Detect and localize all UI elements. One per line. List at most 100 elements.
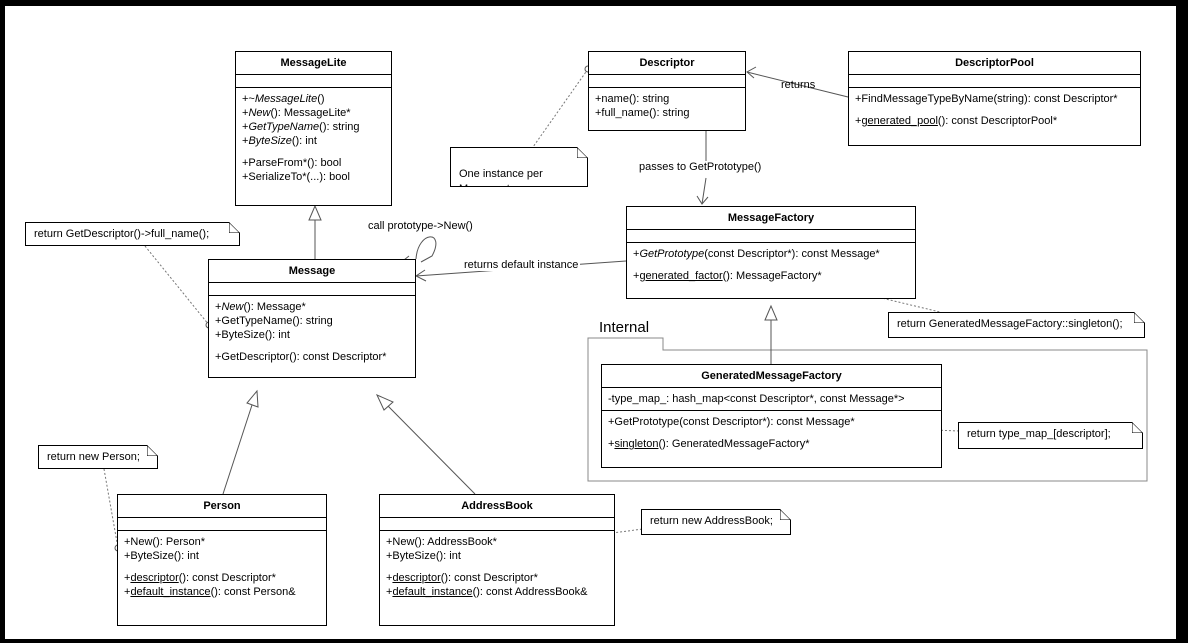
- self-call-loop: [415, 236, 437, 263]
- member-text: New: [248, 107, 271, 119]
- class-messagefactory[interactable]: MessageFactory +GetPrototype(const Descr…: [626, 206, 916, 299]
- class-member: +GetTypeName(): string: [242, 120, 385, 134]
- class-member: -type_map_: hash_map<const Descriptor*, …: [608, 392, 935, 406]
- attributes-section: [236, 75, 391, 88]
- class-addressbook[interactable]: AddressBook +New(): AddressBook*+ByteSiz…: [379, 494, 615, 626]
- note-new-addressbook: return new AddressBook;: [641, 509, 791, 535]
- member-text: (): Message*: [243, 301, 306, 313]
- member-text: descriptor: [392, 572, 441, 584]
- class-member: +ByteSize(): int: [386, 549, 608, 563]
- class-member: +default_instance(): const AddressBook&: [386, 585, 608, 599]
- class-member: +ByteSize(): int: [242, 134, 385, 148]
- class-descriptorpool[interactable]: DescriptorPool +FindMessageTypeByName(st…: [848, 51, 1141, 146]
- member-text: +ParseFrom*(): bool: [242, 157, 342, 169]
- class-person[interactable]: Person +New(): Person*+ByteSize(): int+d…: [117, 494, 327, 626]
- member-text: +GetTypeName(): string: [215, 315, 333, 327]
- member-text: (const Descriptor*): const Message*: [704, 248, 880, 260]
- member-text: (): [317, 93, 325, 105]
- class-member: +singleton(): GeneratedMessageFactory*: [608, 437, 935, 451]
- class-member: +generated_factor(): MessageFactory*: [633, 269, 909, 283]
- operations-section: +New(): Person* +ByteSize(): int +descript…: [118, 531, 326, 603]
- label-passes-to: passes to GetPrototype(): [637, 161, 764, 173]
- label-call-prototype: call prototype->New(): [368, 220, 473, 232]
- class-name: Message: [209, 260, 415, 283]
- class-name: Descriptor: [589, 52, 745, 75]
- internal-package-frame: [587, 337, 1148, 482]
- attributes-section: [118, 518, 326, 531]
- member-text: +SerializeTo*(...): bool: [242, 171, 350, 183]
- note-type-map: return type_map_[descriptor];: [958, 422, 1143, 449]
- note-text: return new AddressBook;: [650, 515, 773, 527]
- member-text: GetPrototype: [639, 248, 705, 260]
- package-name: Internal: [599, 319, 650, 336]
- addressbook-extends-message: [387, 405, 476, 495]
- member-text: (): MessageLite*: [270, 107, 351, 119]
- member-spacer: [124, 563, 320, 571]
- class-member: +New(): AddressBook*: [386, 535, 608, 549]
- member-spacer: [386, 563, 608, 571]
- member-text: default_instance: [130, 586, 211, 598]
- operations-section: +GetPrototype(const Descriptor*): const …: [602, 411, 941, 455]
- attributes-section: [380, 518, 614, 531]
- class-member: +ByteSize(): int: [124, 549, 320, 563]
- member-text: +ByteSize(): int: [386, 550, 461, 562]
- member-text: generated_pool: [861, 115, 938, 127]
- member-text: MessageLite: [254, 93, 318, 105]
- class-member: +GetPrototype(const Descriptor*): const …: [633, 247, 909, 261]
- class-member: +ParseFrom*(): bool: [242, 156, 385, 170]
- member-text: (): const Descriptor*: [178, 572, 276, 584]
- class-member: +descriptor(): const Descriptor*: [124, 571, 320, 585]
- class-generatedmessagefactory[interactable]: GeneratedMessageFactory -type_map_: hash…: [601, 364, 942, 468]
- class-messagelite[interactable]: MessageLite +~MessageLite()+New(): Messa…: [235, 51, 392, 206]
- operations-section: +name(): string +full_name(): string: [589, 88, 745, 124]
- class-name: GeneratedMessageFactory: [602, 365, 941, 388]
- member-text: +: [242, 107, 249, 119]
- member-text: +: [633, 270, 640, 282]
- member-text: singleton: [614, 438, 659, 450]
- class-member: +default_instance(): const Person&: [124, 585, 320, 599]
- open-arrowhead: [746, 66, 757, 79]
- member-text: +: [633, 248, 640, 260]
- generalization-arrowhead: [764, 304, 778, 321]
- member-text: ByteSize: [248, 135, 292, 147]
- class-descriptor[interactable]: Descriptor +name(): string +full_name(): …: [588, 51, 746, 131]
- member-text: +New(): Person*: [124, 536, 206, 548]
- member-text: (): const Descriptor*: [440, 572, 538, 584]
- member-text: +: [386, 572, 393, 584]
- class-member: +GetPrototype(const Descriptor*): const …: [608, 415, 935, 429]
- member-text: +ByteSize(): int: [215, 329, 290, 341]
- operations-section: +GetPrototype(const Descriptor*): const …: [627, 243, 915, 287]
- operations-section: +New(): AddressBook*+ByteSize(): int +des…: [380, 531, 614, 603]
- attributes-section: -type_map_: hash_map<const Descriptor*, …: [602, 388, 941, 411]
- member-spacer: [855, 106, 1134, 114]
- class-member: +ByteSize(): int: [215, 328, 409, 342]
- member-text: +~: [242, 93, 255, 105]
- member-text: GetTypeName: [248, 121, 320, 133]
- class-member: +FindMessageTypeByName(string): const De…: [855, 92, 1134, 106]
- note-anchor: [532, 68, 589, 148]
- member-spacer: [608, 429, 935, 437]
- note-text: return new Person;: [47, 451, 140, 463]
- member-text: +: [124, 572, 131, 584]
- class-name: Person: [118, 495, 326, 518]
- member-text: +GetPrototype(const Descriptor*): const …: [608, 416, 855, 428]
- member-text: +name(): string: [595, 93, 670, 105]
- member-text: descriptor: [130, 572, 179, 584]
- class-member: +~MessageLite(): [242, 92, 385, 106]
- member-text: (): const AddressBook&: [472, 586, 588, 598]
- operations-section: +FindMessageTypeByName(string): const De…: [849, 88, 1140, 132]
- class-message[interactable]: Message +New(): Message*+GetTypeName(): …: [208, 259, 416, 378]
- member-text: +: [242, 135, 249, 147]
- member-text: (): GeneratedMessageFactory*: [658, 438, 810, 450]
- label-returns: returns: [781, 79, 816, 91]
- member-text: +ByteSize(): int: [124, 550, 199, 562]
- class-member: +New(): Person*: [124, 535, 320, 549]
- member-text: generated_factor: [639, 270, 723, 282]
- member-text: (): const Person&: [210, 586, 296, 598]
- member-text: (): MessageFactory*: [722, 270, 822, 282]
- note-fold-icon: [229, 222, 240, 233]
- member-text: +GetDescriptor(): const Descriptor*: [215, 351, 387, 363]
- member-text: (): const DescriptorPool*: [937, 115, 1058, 127]
- member-text: +full_name(): string: [595, 107, 690, 119]
- class-name: DescriptorPool: [849, 52, 1140, 75]
